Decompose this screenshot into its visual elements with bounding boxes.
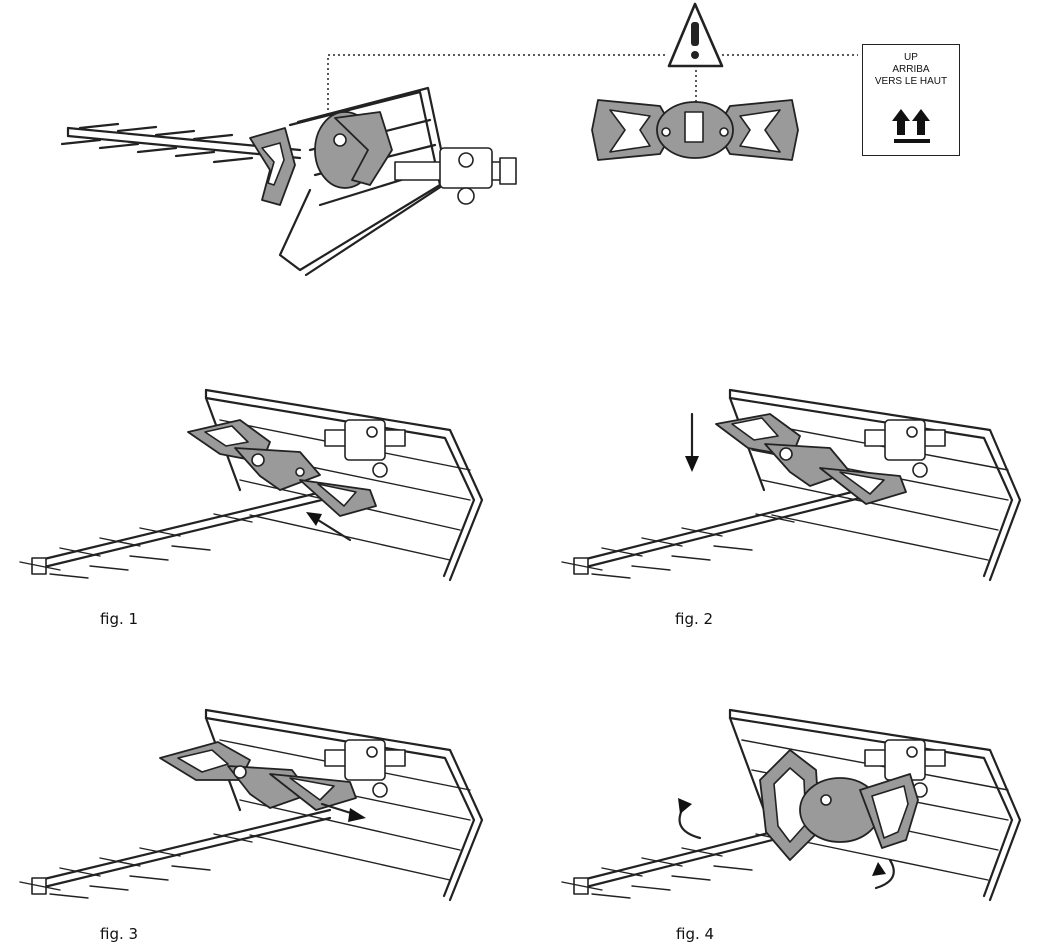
dipole-holder [187, 419, 377, 517]
dipole-holder [159, 741, 357, 811]
antenna-elements [19, 513, 253, 579]
figure-4-label: fig. 4 [676, 925, 715, 943]
rotate-arrow-icon [678, 798, 702, 840]
rotate-arrow-icon [872, 858, 895, 890]
figure-1-label: fig. 1 [100, 610, 139, 628]
warning-triangle-icon [667, 2, 724, 68]
antenna-overview-drawing [60, 2, 858, 277]
mast-clamp [394, 147, 517, 205]
reflector-frame [204, 388, 484, 582]
mast-clamp [324, 419, 406, 478]
dipole-holder [249, 111, 393, 206]
antenna-elements [19, 833, 253, 899]
antenna-elements [60, 122, 254, 164]
mast-clamp [864, 419, 946, 478]
antenna-elements [561, 513, 795, 579]
arrow-icon [685, 412, 699, 472]
dipole-holder [715, 413, 907, 505]
figure-1-drawing [19, 388, 484, 582]
dipole-holder [759, 749, 919, 861]
up-orientation-label: UP ARRIBA VERS LE HAUT [862, 44, 960, 156]
figure-3-label: fig. 3 [100, 925, 139, 943]
arrow-icon [306, 512, 352, 542]
up-label-line1: UP [904, 52, 918, 63]
figure-3-drawing [19, 708, 484, 902]
figure-2-drawing [561, 388, 1022, 582]
arrow-icon [320, 802, 366, 822]
reflector-frame [204, 708, 484, 902]
antenna-boom [31, 808, 332, 895]
up-label-line2: ARRIBA [892, 64, 930, 75]
up-label-line3: VERS LE HAUT [874, 76, 948, 87]
dipole-holder-detail [591, 99, 799, 161]
antenna-boom [573, 488, 862, 575]
antenna-boom [31, 488, 332, 575]
mast-clamp [324, 739, 406, 798]
figure-2-label: fig. 2 [675, 610, 714, 628]
mast-clamp [864, 739, 946, 798]
up-arrows-icon [892, 109, 930, 143]
figure-4-drawing [561, 708, 1022, 902]
